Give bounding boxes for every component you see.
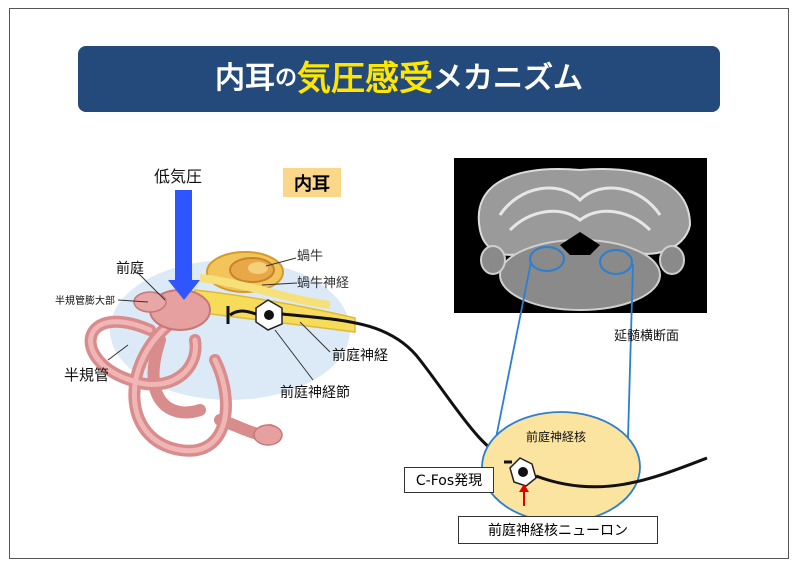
label-cochlea: 蝸牛 bbox=[297, 249, 324, 264]
medulla-nucleus-right bbox=[599, 249, 633, 275]
ganglion-neuron-nucleus bbox=[264, 310, 274, 320]
pressure-arrow-head bbox=[168, 280, 200, 300]
label-vestibular-nerve: 前庭神経 bbox=[332, 348, 388, 364]
zoom-line-left bbox=[495, 261, 532, 439]
output-axon bbox=[535, 456, 708, 489]
title-part-pressure-sensing: 気圧感受 bbox=[297, 59, 433, 99]
label-ampulla: 半規管膨大部 bbox=[55, 296, 115, 307]
nucleus-neuron-center bbox=[518, 467, 528, 477]
title-banner: 内耳 の 気圧感受 メカニズム bbox=[78, 46, 720, 112]
slide-frame bbox=[9, 8, 789, 559]
canal-endpoint bbox=[253, 424, 283, 446]
label-semicircular-canals: 半規管 bbox=[64, 366, 110, 384]
medulla-nucleus-left bbox=[529, 246, 565, 272]
label-medulla-section: 延髄横断面 bbox=[614, 329, 680, 344]
semicircular-canals-inner bbox=[88, 317, 229, 454]
label-inner-ear: 内耳 bbox=[283, 168, 341, 197]
cochlear-nerve-band bbox=[199, 274, 331, 309]
zoom-line-right bbox=[627, 263, 634, 439]
label-cochlear-nerve: 蝸牛神経 bbox=[297, 276, 350, 291]
axon-path bbox=[229, 309, 513, 464]
title-part-mechanism: メカニズム bbox=[433, 61, 583, 96]
label-cfos-box: C-Fos発現 bbox=[404, 467, 494, 493]
leader-lines bbox=[107, 257, 331, 381]
label-nucleus-neuron: 前庭神経核ニューロン bbox=[488, 523, 628, 539]
label-low-pressure: 低気圧 bbox=[154, 167, 203, 186]
medulla-tissue bbox=[477, 168, 692, 311]
label-vestibular-ganglion: 前庭神経節 bbox=[280, 385, 350, 401]
label-vestibule: 前庭 bbox=[116, 261, 144, 277]
title-part-particle: の bbox=[274, 66, 297, 91]
title-part-inner-ear: 内耳 bbox=[214, 61, 275, 96]
label-vestibular-nucleus: 前庭神経核 bbox=[526, 430, 587, 444]
ampulla-shape bbox=[133, 291, 167, 313]
indicator-arrow-head bbox=[519, 484, 529, 492]
pressure-arrow-shaft bbox=[175, 190, 192, 280]
label-nucleus-neuron-box: 前庭神経核ニューロン bbox=[458, 516, 658, 544]
label-cfos: C-Fos発現 bbox=[415, 473, 483, 489]
